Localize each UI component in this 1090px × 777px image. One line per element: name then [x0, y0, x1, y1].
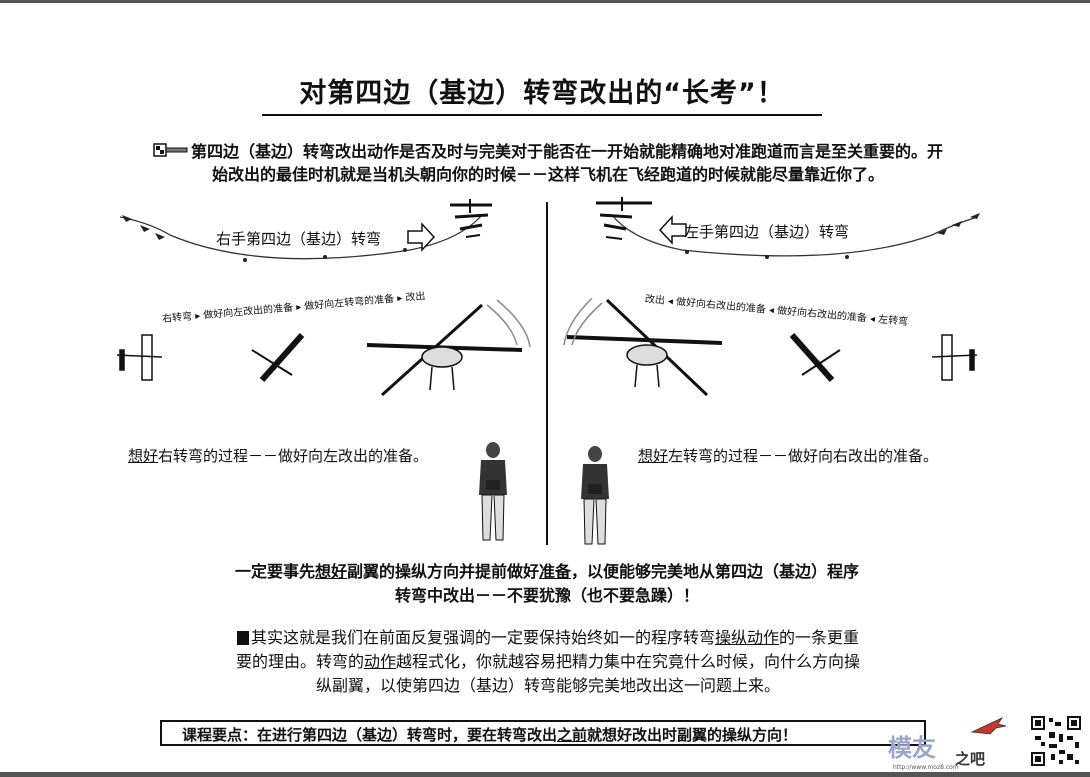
- key-point-part: 课程要点：在进行第四边（基边）转弯时，要在转弯改出: [182, 726, 558, 744]
- watermark-logo: 模友: [888, 734, 936, 762]
- think-prefix: 想好: [638, 447, 669, 465]
- bottom-border: [0, 772, 1090, 777]
- page-title: 对第四边（基边）转弯改出的“长考”！: [262, 76, 822, 116]
- key-point-part: 就想好改出时副翼的操纵方向！: [587, 726, 798, 744]
- key-icon: [153, 142, 189, 164]
- left-think-text: 想好左转弯的过程－－做好向右改出的准备。: [638, 446, 938, 466]
- warning-part: 副翼的操纵方向并提前做好: [346, 562, 539, 581]
- left-airplanes-illustration: [563, 297, 978, 397]
- think-rest: 左转弯的过程－－做好向右改出的准备。: [668, 447, 939, 465]
- pilot-icon: [479, 442, 507, 541]
- intro-text: 第四边（基边）转弯改出动作是否及时与完美对于能否在一开始就能精确地对准跑道而言是…: [98, 141, 998, 186]
- qr-code-icon: [1031, 716, 1081, 766]
- warning-part: 一定要事先: [234, 562, 315, 581]
- explanation-paragraph: 其实这就是我们在前面反复强调的一定要保持始终如一的程序转弯操纵动作的一条更重 要…: [190, 626, 906, 698]
- warning-line-2: 转弯中改出－－不要犹豫（也不要急躁）！: [394, 586, 699, 605]
- left-arrow-icon: [658, 215, 687, 245]
- top-border: [0, 0, 1090, 3]
- para-line-3: 纵副翼，以使第四边（基边）转弯能够完美地改出这一问题上来。: [315, 676, 780, 695]
- para-part: 其实这就是我们在前面反复强调的一定要保持始终如一的程序转弯: [250, 628, 715, 647]
- airplane-icon: [596, 197, 652, 240]
- right-arrow-icon: [407, 222, 436, 252]
- key-point-part: 之前: [557, 726, 588, 744]
- airplane-icon: [450, 199, 492, 238]
- warning-text: 一定要事先想好副翼的操纵方向并提前做好准备，以便能够完美地从第四边（基边）程序 …: [150, 560, 944, 608]
- para-part: 动作: [363, 652, 396, 671]
- flag-icon: [236, 631, 249, 645]
- para-part: 要的理由。转弯的: [235, 652, 364, 671]
- think-rest: 右转弯的过程－－做好向左改出的准备。: [158, 447, 429, 465]
- left-turn-flight-path: [596, 197, 980, 259]
- warning-part: 想好: [314, 562, 347, 581]
- right-turn-label: 右手第四边（基边）转弯: [216, 230, 382, 248]
- para-part: 越程式化，你就越容易把精力集中在究竟什么时候，向什么方向操: [396, 652, 861, 671]
- key-point-box: 课程要点：在进行第四边（基边）转弯时，要在转弯改出之前就想好改出时副翼的操纵方向…: [160, 720, 926, 746]
- para-part: 操纵动作: [714, 628, 779, 647]
- pilot-icon: [581, 446, 609, 545]
- right-think-text: 想好右转弯的过程－－做好向左改出的准备。: [128, 446, 428, 466]
- para-part: 的一条更重: [779, 628, 860, 647]
- left-turn-label: 左手第四边（基边）转弯: [684, 223, 850, 241]
- warning-part: 准备: [539, 562, 572, 581]
- intro-line-1: 第四边（基边）转弯改出动作是否及时与完美对于能否在一开始就能精确地对准跑道而言是…: [190, 142, 943, 161]
- right-turn-flight-path: [119, 199, 492, 262]
- airplane-logo-icon: [970, 717, 1007, 735]
- warning-part: ，以便能够完美地从第四边（基边）程序: [571, 562, 860, 581]
- center-divider: [546, 202, 548, 545]
- watermark-logo-suffix: 之吧: [955, 750, 986, 768]
- watermark-url: http://www.moz8.com: [893, 764, 959, 771]
- right-airplanes-illustration: [116, 299, 531, 397]
- think-prefix: 想好: [128, 447, 159, 465]
- intro-line-2: 始改出的最佳时机就是当机头朝向你的时候－－这样飞机在飞经跑道的时候就能尽量靠近你…: [211, 164, 884, 184]
